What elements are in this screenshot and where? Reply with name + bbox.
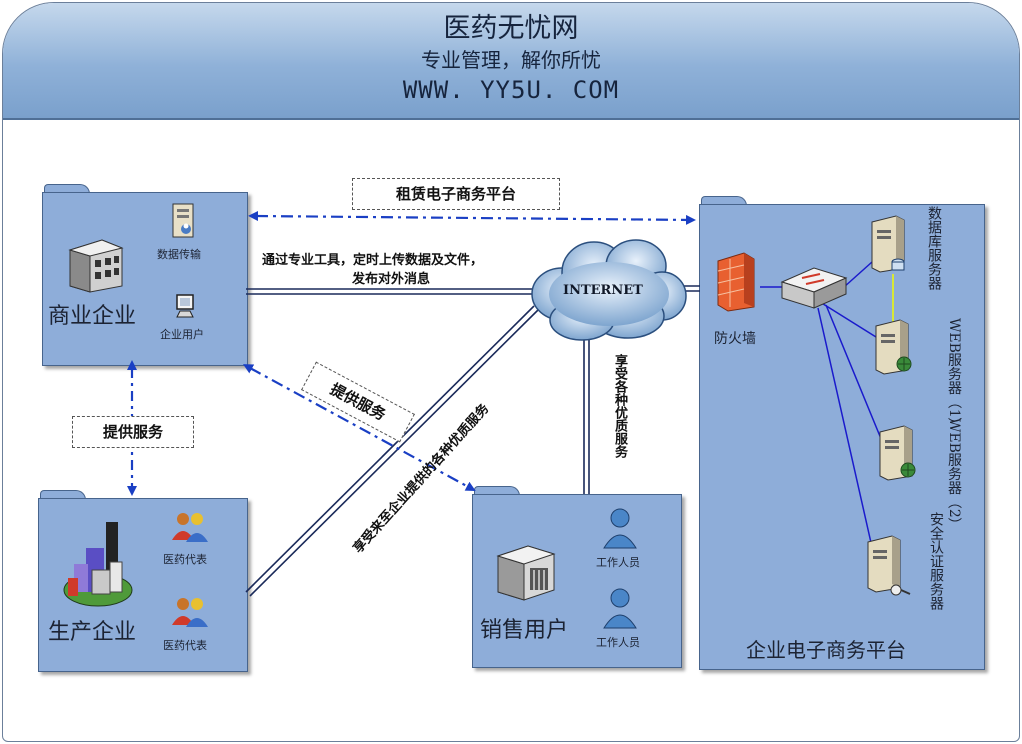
pharma-rep-label-1: 医药代表: [163, 553, 207, 566]
web-server-2-label: WEB服务器（2）: [946, 418, 962, 532]
security-server-label: 安全认证服务器: [928, 512, 944, 610]
link-sales-internet: [583, 340, 590, 494]
internet-label: INTERNET: [563, 283, 643, 298]
firewall-label: 防火墙: [714, 331, 756, 347]
security-server-icon: [867, 535, 911, 596]
site-url: WWW. YY5U. COM: [402, 76, 620, 104]
arrow-rent-platform: [248, 211, 696, 225]
production-enterprise-label: 生产企业: [48, 620, 137, 645]
internet-cloud-icon: [531, 239, 687, 341]
upload-annotation-line2: 发布对外消息: [352, 272, 431, 287]
enterprise-user-label: 企业用户: [160, 328, 204, 341]
staff-person-icon: [603, 508, 637, 549]
web-server-icon: [875, 319, 912, 375]
database-server-icon: [871, 215, 905, 273]
staff-label-1: 工作人员: [596, 556, 640, 569]
arrow-provide-service-diagonal: [242, 364, 476, 491]
office-building-icon: [68, 239, 124, 293]
link-commercial-internet: [246, 288, 536, 295]
pharma-rep-label-2: 医药代表: [163, 639, 207, 652]
staff-label-2: 工作人员: [596, 636, 640, 649]
platform-label: 企业电子商务平台: [746, 638, 906, 662]
pharma-rep-icon: [172, 598, 208, 627]
database-server-label: 数据库服务器: [926, 206, 942, 290]
computer-monitor-icon: [176, 294, 194, 318]
commercial-enterprise-node: [42, 192, 248, 366]
data-server-icon: [172, 203, 194, 238]
web-server-icon: [879, 425, 916, 481]
upload-annotation-line1: 通过专业工具，定时上传数据及文件，: [262, 253, 484, 268]
sales-user-label: 销售用户: [480, 618, 569, 643]
site-slogan: 专业管理，解你所忧: [421, 48, 601, 72]
web-server-1-label: WEB服务器（1）: [946, 318, 962, 432]
rent-platform-label: 租赁电子商务平台: [352, 178, 560, 210]
firewall-icon: [717, 252, 755, 312]
storefront-icon: [496, 545, 556, 601]
data-transfer-label: 数据传输: [157, 248, 201, 261]
provide-service-left-label: 提供服务: [72, 416, 194, 448]
staff-person-icon: [603, 588, 637, 629]
commercial-enterprise-label: 商业企业: [48, 304, 137, 329]
enjoy-services-annotation: 享受各种优质服务: [612, 354, 627, 458]
header-banner: [3, 3, 1019, 120]
network-switch-icon: [780, 267, 848, 309]
site-title: 医药无忧网: [443, 13, 579, 44]
industrial-complex-icon: [63, 522, 133, 607]
pharma-rep-icon: [172, 513, 208, 542]
